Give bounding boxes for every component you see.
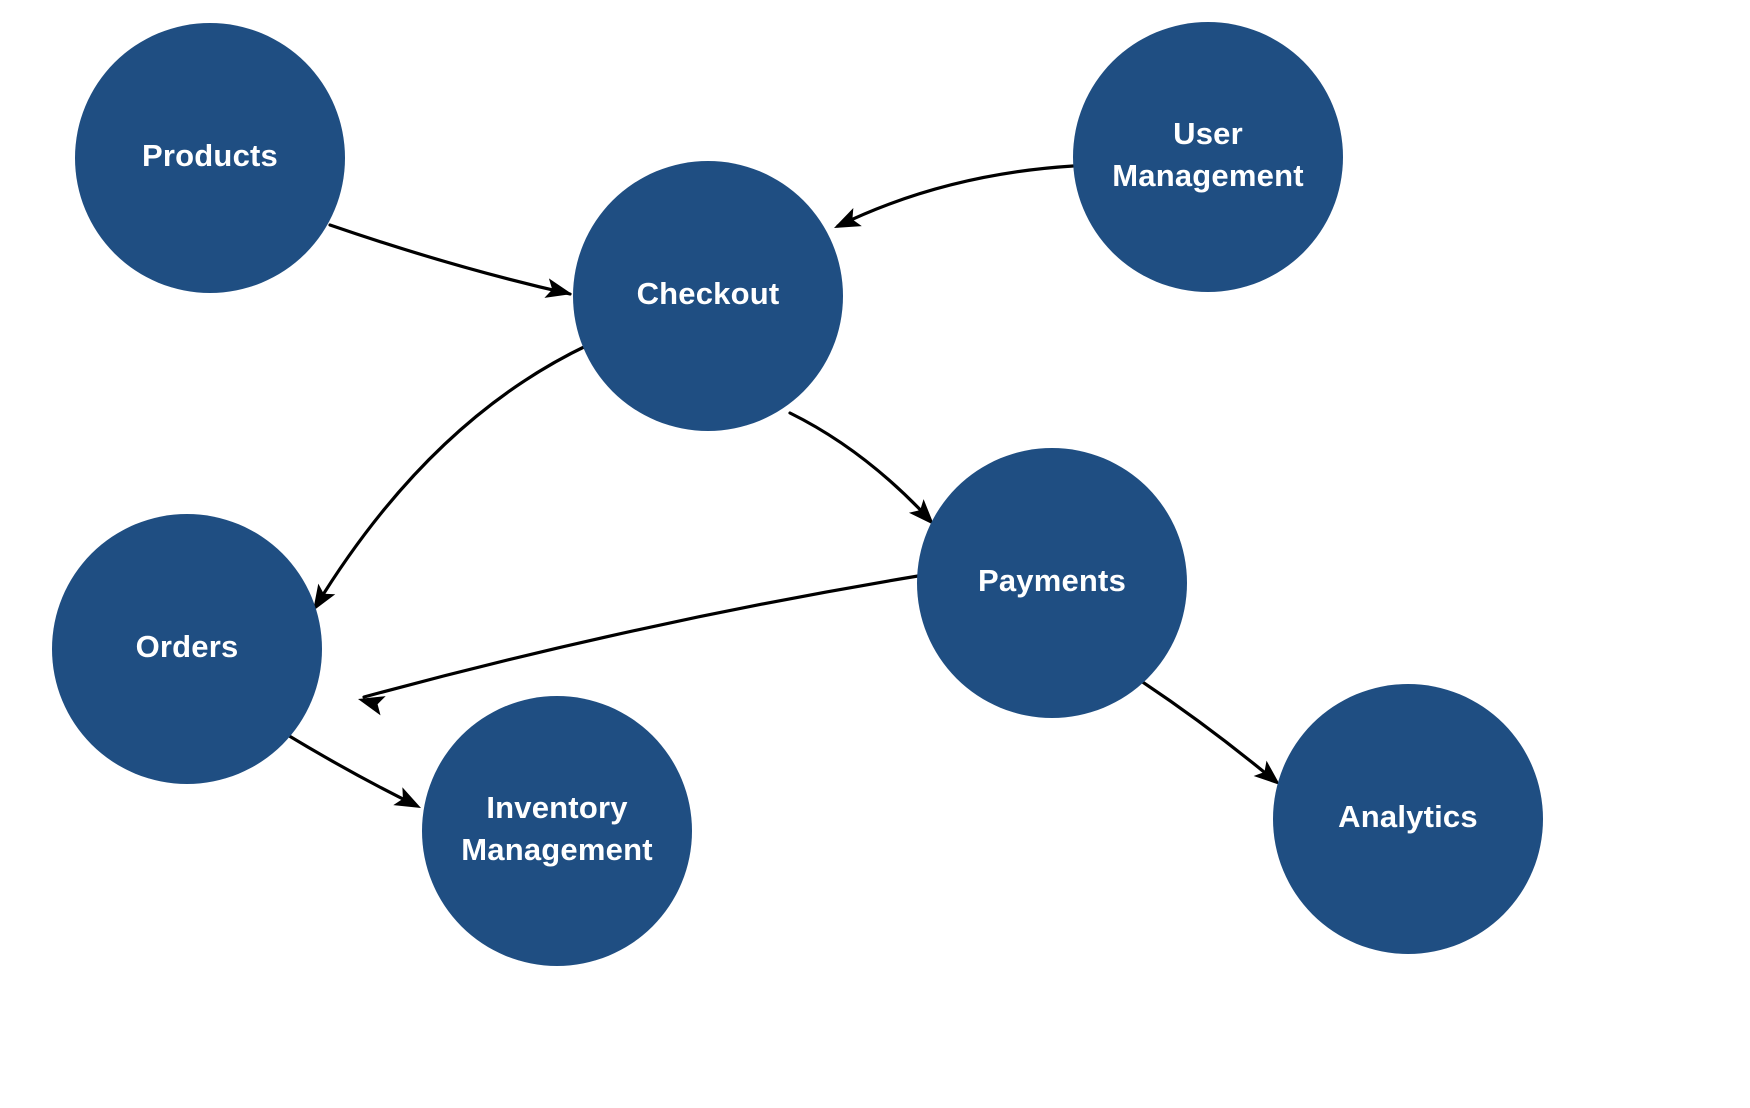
arrowhead-icon: [358, 696, 386, 716]
node-shape[interactable]: [52, 514, 322, 784]
node-analytics[interactable]: Analytics: [1273, 684, 1543, 954]
edge-orders-to-inventory-management: [279, 729, 421, 808]
node-label: Orders: [136, 629, 239, 664]
edge-line: [314, 343, 590, 608]
edges-layer: [279, 164, 1280, 808]
node-shape[interactable]: [917, 448, 1187, 718]
edge-checkout-to-orders: [313, 343, 590, 611]
node-label: Analytics: [1338, 799, 1478, 834]
node-label-line: User: [1173, 116, 1243, 151]
arrowhead-icon: [313, 583, 336, 611]
edge-payments-to-orders: [358, 574, 920, 716]
arrowhead-icon: [1253, 760, 1280, 785]
node-label-line: Management: [461, 832, 652, 867]
edge-payments-to-analytics: [1133, 675, 1280, 785]
node-label-line: Inventory: [486, 790, 628, 825]
node-label-line: Management: [1112, 158, 1303, 193]
node-products[interactable]: Products: [75, 23, 345, 293]
node-shape[interactable]: [1073, 22, 1343, 292]
node-label-line: Orders: [136, 629, 239, 664]
edge-line: [788, 411, 932, 522]
node-payments[interactable]: Payments: [917, 448, 1187, 718]
node-shape[interactable]: [422, 696, 692, 966]
edge-products-to-checkout: [328, 223, 572, 298]
arrowhead-icon: [544, 278, 572, 298]
node-label-line: Products: [142, 138, 278, 173]
edge-line: [279, 729, 417, 807]
arrowhead-icon: [908, 499, 934, 525]
edge-line: [1133, 675, 1277, 783]
node-label: Payments: [978, 563, 1126, 598]
node-shape[interactable]: [75, 23, 345, 293]
edge-line: [836, 164, 1075, 228]
node-label: Checkout: [637, 276, 780, 311]
node-label-line: Checkout: [637, 276, 780, 311]
arrowhead-icon: [834, 207, 862, 228]
node-shape[interactable]: [1273, 684, 1543, 954]
edge-user-management-to-checkout: [834, 164, 1075, 228]
edge-checkout-to-payments: [788, 411, 934, 525]
node-shape[interactable]: [573, 161, 843, 431]
edge-line: [362, 574, 920, 699]
edge-line: [328, 223, 572, 296]
node-label: Products: [142, 138, 278, 173]
node-label-line: Payments: [978, 563, 1126, 598]
arrowhead-icon: [393, 787, 421, 808]
node-orders[interactable]: Orders: [52, 514, 322, 784]
node-label-line: Analytics: [1338, 799, 1478, 834]
node-checkout[interactable]: Checkout: [573, 161, 843, 431]
